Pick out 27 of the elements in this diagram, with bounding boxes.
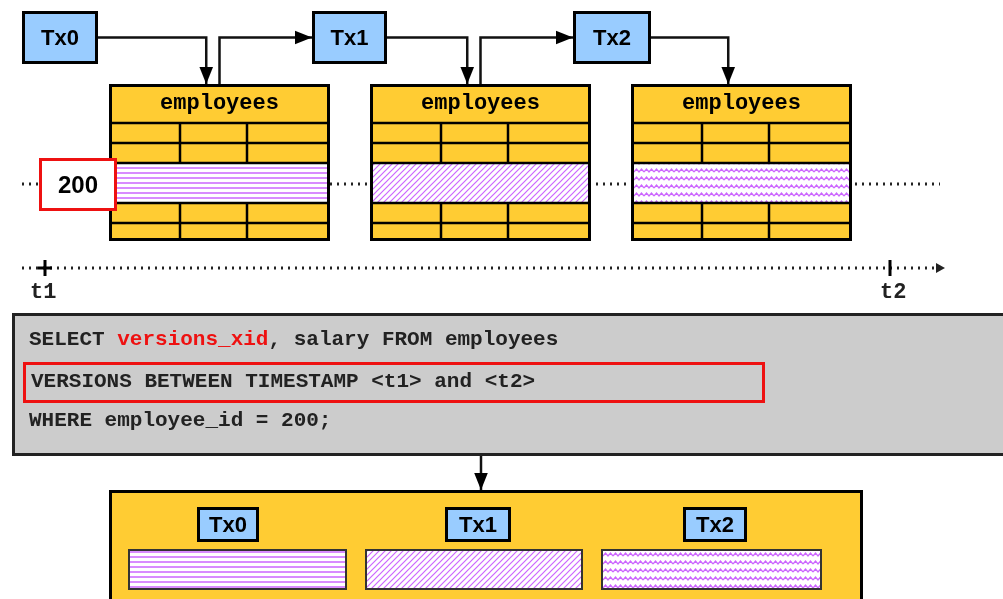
table-title: employees [159,91,280,116]
transaction-box: Tx0 [197,507,259,542]
arrow [479,30,573,84]
arrow [218,30,312,84]
transaction-box: Tx2 [683,507,747,542]
table-title: employees [681,91,802,116]
sql-line: WHERE employee_id = 200; [29,409,332,432]
table-title: employees [420,91,541,116]
transaction-box: Tx1 [312,11,387,64]
highlighted-sql-line: VERSIONS BETWEEN TIMESTAMP <t1> and <t2> [31,370,536,393]
row-version-bar [128,549,347,590]
arrow [474,456,488,490]
row-version-bar [601,549,822,590]
arrow [98,36,214,84]
arrow [651,36,736,84]
highlight-frame [23,362,765,403]
transaction-box: Tx2 [573,11,651,64]
transaction-box: Tx1 [445,507,511,542]
time-label: t2 [880,280,907,305]
transaction-box: Tx0 [22,11,98,64]
row-key-box: 200 [39,158,117,211]
time-label: t1 [30,280,57,305]
arrow [387,36,475,84]
sql-line: SELECT versions_xid, salary FROM employees [29,328,559,351]
sql-query-panel [12,313,1003,456]
row-version-bar [365,549,583,590]
result-panel [109,490,863,599]
